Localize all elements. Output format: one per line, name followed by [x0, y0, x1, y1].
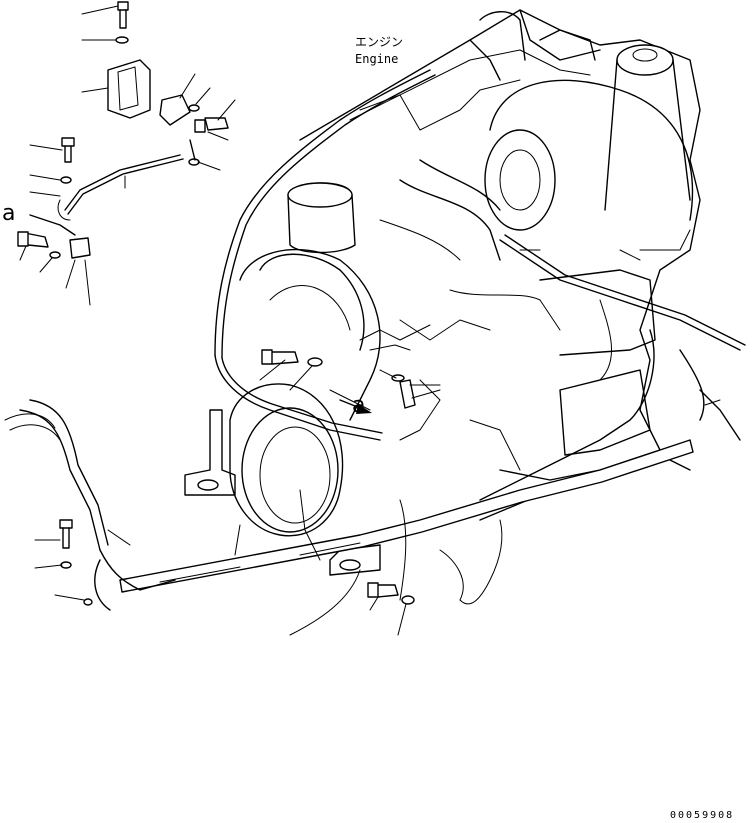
labels: エンジン Engine a a 00059908 — [2, 35, 734, 821]
drawing-number: 00059908 — [670, 810, 734, 821]
reference-mark-a-detail: a — [2, 201, 15, 226]
bracket-assembly — [17, 1, 229, 259]
engine-label-en: Engine — [355, 52, 398, 66]
engine-fasteners — [59, 349, 416, 606]
engine — [184, 9, 701, 576]
engine-label-jp: エンジン — [355, 35, 403, 49]
reference-mark-a-engine: a — [352, 393, 365, 418]
leader-lines — [19, 5, 721, 636]
wiring-harness — [4, 69, 746, 636]
